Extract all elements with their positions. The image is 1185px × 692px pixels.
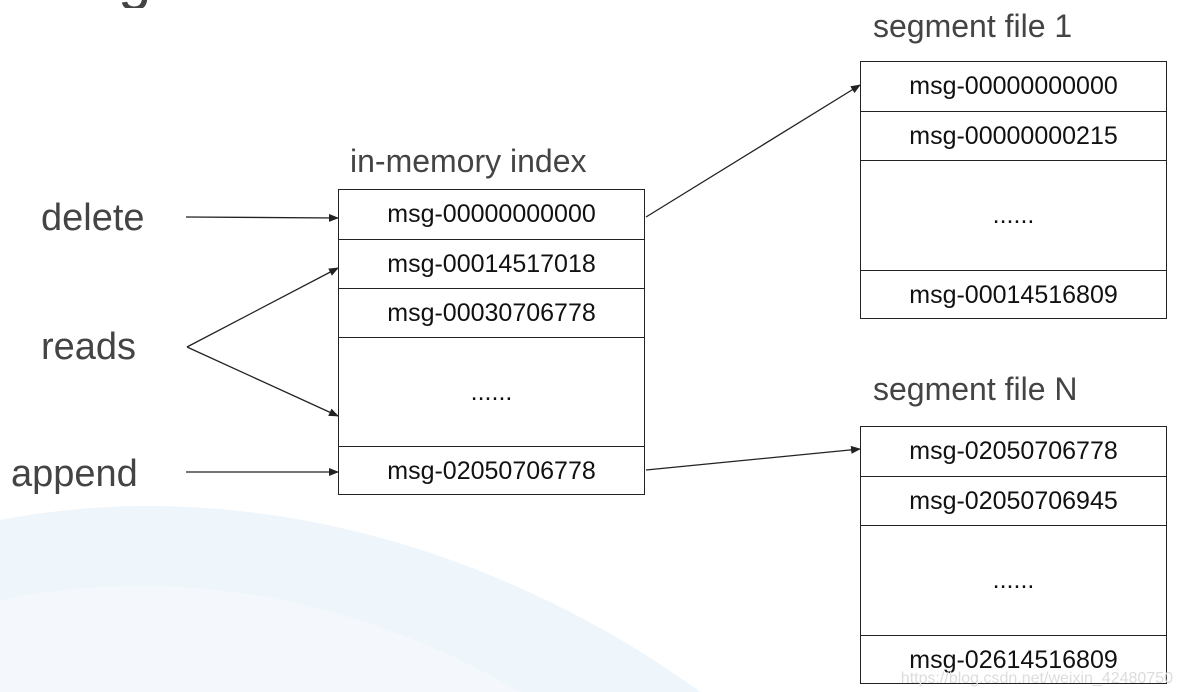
in-memory-index-box: msg-00000000000 msg-00014517018 msg-0003…: [338, 189, 645, 495]
segment-n-entry: msg-02614516809: [861, 635, 1166, 685]
segment-1-entry: msg-00000000000: [909, 72, 1118, 100]
delete-label: delete: [41, 197, 145, 239]
segment-file-n-box: msg-02050706778 msg-02050706945 ...... m…: [860, 426, 1167, 684]
append-label: append: [11, 453, 138, 495]
cut-off-heading-fragment: g: [0, 0, 200, 8]
segment-1-ellipsis: ......: [861, 160, 1166, 270]
segment-n-entry: msg-02050706945: [861, 476, 1166, 525]
segment-1-entry: msg-00000000215: [861, 111, 1166, 160]
segment-1-entry: msg-00014516809: [861, 270, 1166, 320]
segment-file-1-title: segment file 1: [873, 8, 1073, 44]
segment-n-entry: msg-02050706778: [909, 437, 1118, 465]
index-entry: msg-02050706778: [339, 446, 644, 496]
segment-file-1-box: msg-00000000000 msg-00000000215 ...... m…: [860, 61, 1167, 319]
index-entry: msg-00014517018: [339, 239, 644, 288]
index-ellipsis: ......: [339, 337, 644, 446]
segment-n-ellipsis: ......: [861, 525, 1166, 635]
index-entry: msg-00000000000: [387, 200, 596, 228]
reads-label: reads: [41, 326, 137, 368]
segment-file-n-title: segment file N: [873, 371, 1078, 407]
index-entry: msg-00030706778: [339, 288, 644, 337]
in-memory-index-title: in-memory index: [350, 143, 587, 179]
watermark: https://blog.csdn.net/weixin_42480750: [900, 670, 1173, 687]
